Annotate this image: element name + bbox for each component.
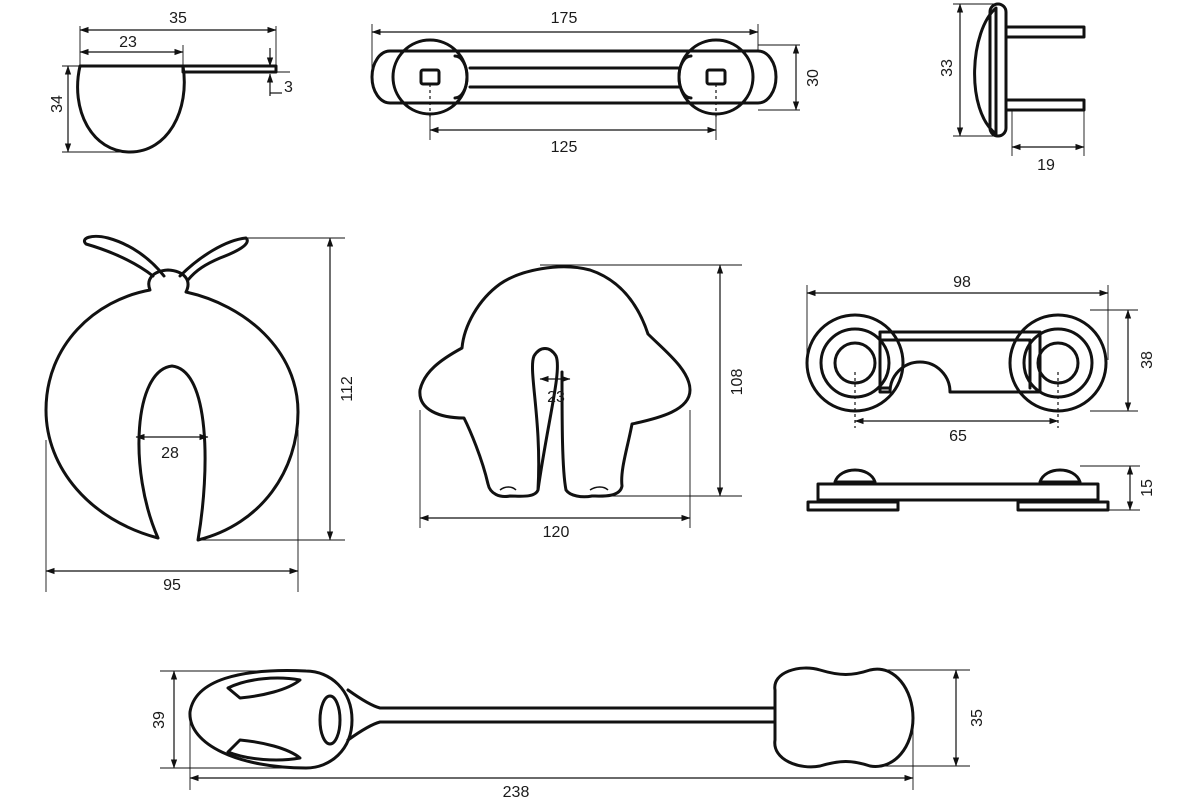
- latch-right-hole: [1036, 341, 1080, 385]
- socket-plug-drawing: 33 19: [939, 2, 1086, 174]
- plug-pin-bottom: [1004, 98, 1086, 112]
- dim-latch-hole-spacing: 65: [949, 428, 967, 445]
- latch-side-bar: [816, 482, 1100, 502]
- dim-latch-length: 98: [953, 274, 971, 291]
- dim-plug-height: 33: [939, 59, 956, 77]
- dim-latch-height: 38: [1139, 351, 1156, 369]
- long-strap-right-head: [773, 666, 915, 769]
- dim-animal-width: 120: [543, 524, 570, 541]
- plug-face: [988, 2, 1008, 138]
- dim-plug-pin-length: 19: [1037, 157, 1055, 174]
- stopper-right-ear: [178, 236, 249, 282]
- plug-pin-top: [1004, 25, 1086, 39]
- dim-long-strap-right-height: 35: [969, 709, 986, 727]
- cup-hook-outline: [76, 64, 278, 154]
- latch-bar-outline: [878, 330, 1042, 394]
- dim-latch-side-height: 15: [1139, 479, 1156, 497]
- long-strap-bar: [346, 688, 777, 742]
- dim-hook-cup-width: 23: [119, 34, 137, 51]
- dim-hook-top-width: 35: [169, 10, 187, 27]
- latch-top-view-drawing: 98 65 38: [805, 274, 1156, 445]
- latch-left-hole: [833, 341, 877, 385]
- latch-side-right-base: [1016, 500, 1110, 512]
- dim-hook-flange: 3: [284, 79, 293, 96]
- animal-door-stopper-drawing: 23 120 108: [418, 264, 746, 541]
- latch-side-left-base: [806, 500, 900, 512]
- strap-base-outline: [370, 49, 778, 105]
- dim-strap-height: 30: [805, 69, 822, 87]
- double-cup-strap-drawing: 175 125 30: [370, 10, 822, 156]
- stopper-outline: [44, 268, 300, 542]
- long-strap-knob: [318, 694, 342, 746]
- animal-stopper-outline: [418, 265, 692, 499]
- plug-dome: [973, 6, 998, 136]
- dim-long-strap-length: 238: [503, 784, 530, 800]
- long-strap-left-head: [188, 669, 354, 770]
- long-strap-drawing: 238 39 35: [151, 666, 986, 800]
- dim-strap-hole-spacing: 125: [551, 139, 578, 156]
- dim-stopper-width: 95: [163, 577, 181, 594]
- dim-animal-slot-width: 23: [547, 389, 565, 406]
- dim-stopper-slot-width: 28: [161, 445, 179, 462]
- dim-strap-length: 175: [551, 10, 578, 27]
- dim-hook-height: 34: [49, 95, 66, 113]
- dim-long-strap-left-height: 39: [151, 711, 168, 729]
- latch-side-view-drawing: 15: [806, 465, 1156, 512]
- cup-hook-drawing: 35 23 3 34: [49, 10, 293, 154]
- round-door-stopper-drawing: 28 95 112: [44, 234, 356, 594]
- dim-animal-height: 108: [729, 369, 746, 396]
- stopper-left-ear: [83, 234, 166, 278]
- dim-stopper-height: 112: [339, 376, 356, 402]
